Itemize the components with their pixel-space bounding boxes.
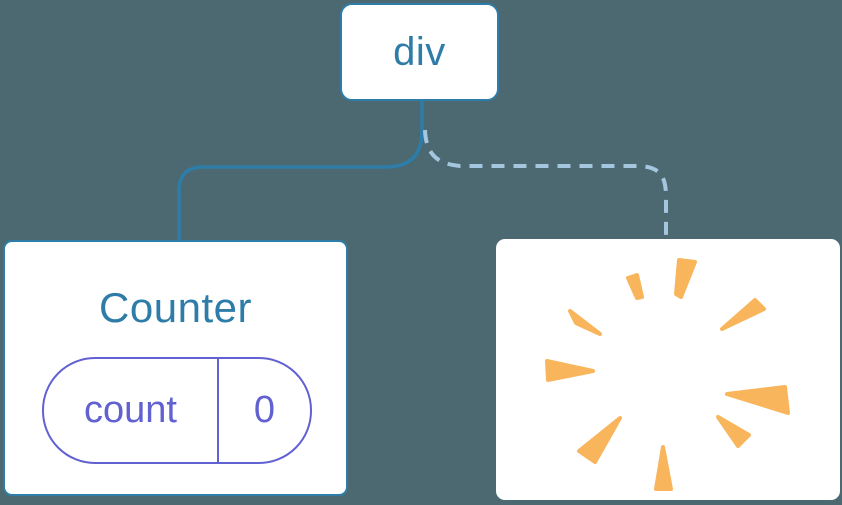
state-pill: count 0 bbox=[42, 357, 312, 464]
state-value: 0 bbox=[253, 389, 276, 431]
node-div: div bbox=[340, 3, 499, 101]
node-counter: Counter count 0 bbox=[3, 240, 348, 496]
node-div-label: div bbox=[393, 29, 446, 74]
state-key-label: count bbox=[44, 359, 219, 462]
counter-title: Counter bbox=[99, 284, 252, 331]
edge-div-to-removed bbox=[423, 129, 668, 240]
node-removed bbox=[496, 239, 840, 500]
edge-div-to-counter bbox=[177, 101, 424, 241]
poof-icon bbox=[545, 258, 790, 491]
